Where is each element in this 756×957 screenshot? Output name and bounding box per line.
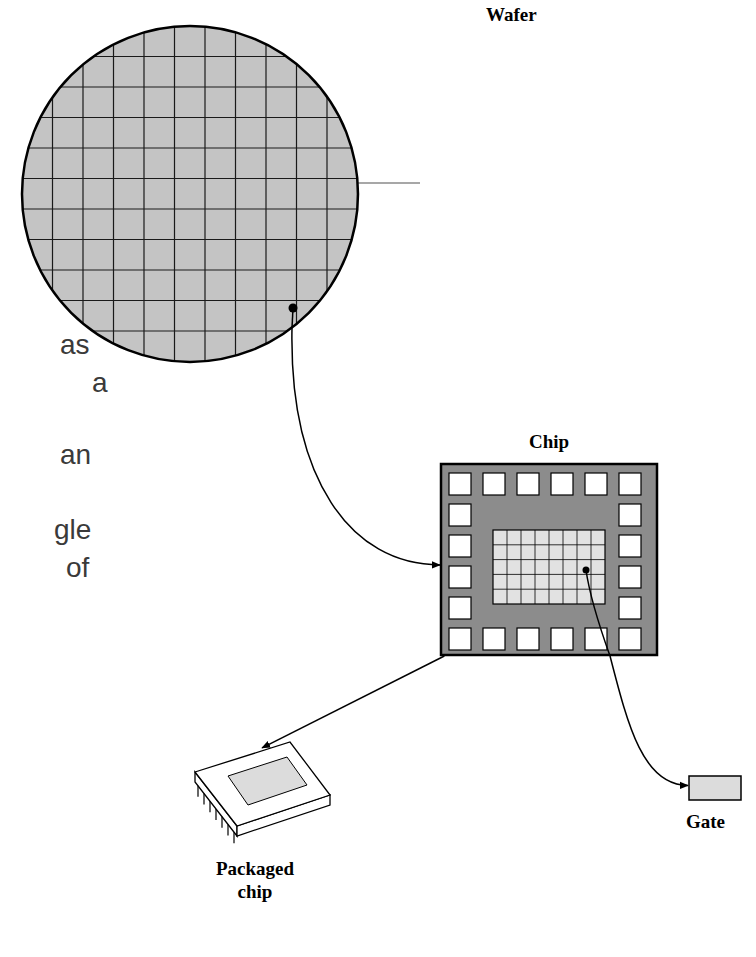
chip-node: Chip	[440, 463, 658, 656]
chip-shape	[440, 463, 658, 656]
slide-text-fragment: as	[60, 330, 90, 361]
connector-arrow	[610, 656, 688, 785]
slide-text-fragment: an	[60, 440, 91, 471]
gate-node: Gate	[688, 775, 742, 801]
node-label: Wafer	[486, 4, 537, 27]
packaged-chip-shape	[190, 738, 335, 848]
node-label: Chip	[440, 431, 658, 454]
connector-arrow	[292, 328, 440, 565]
wafer-shape	[20, 8, 360, 383]
gate-box	[689, 776, 741, 800]
package-top	[195, 742, 330, 826]
gate-shape	[688, 775, 742, 801]
rule-line	[358, 182, 420, 184]
node-label: Gate	[686, 811, 725, 834]
die-body	[441, 464, 657, 655]
wafer-node: Wafer	[20, 8, 360, 383]
packaged-chip-node: Packaged chip	[190, 738, 335, 848]
slide-text-fragment: a	[92, 368, 108, 399]
node-label: Packaged chip	[200, 858, 310, 904]
slide-text-fragment: of	[66, 553, 89, 584]
slide-text-fragment: gle	[54, 515, 91, 546]
connector-arrow	[262, 656, 444, 748]
wafer-disc	[22, 26, 358, 362]
die-dot	[289, 304, 298, 313]
gate-array	[493, 530, 605, 604]
